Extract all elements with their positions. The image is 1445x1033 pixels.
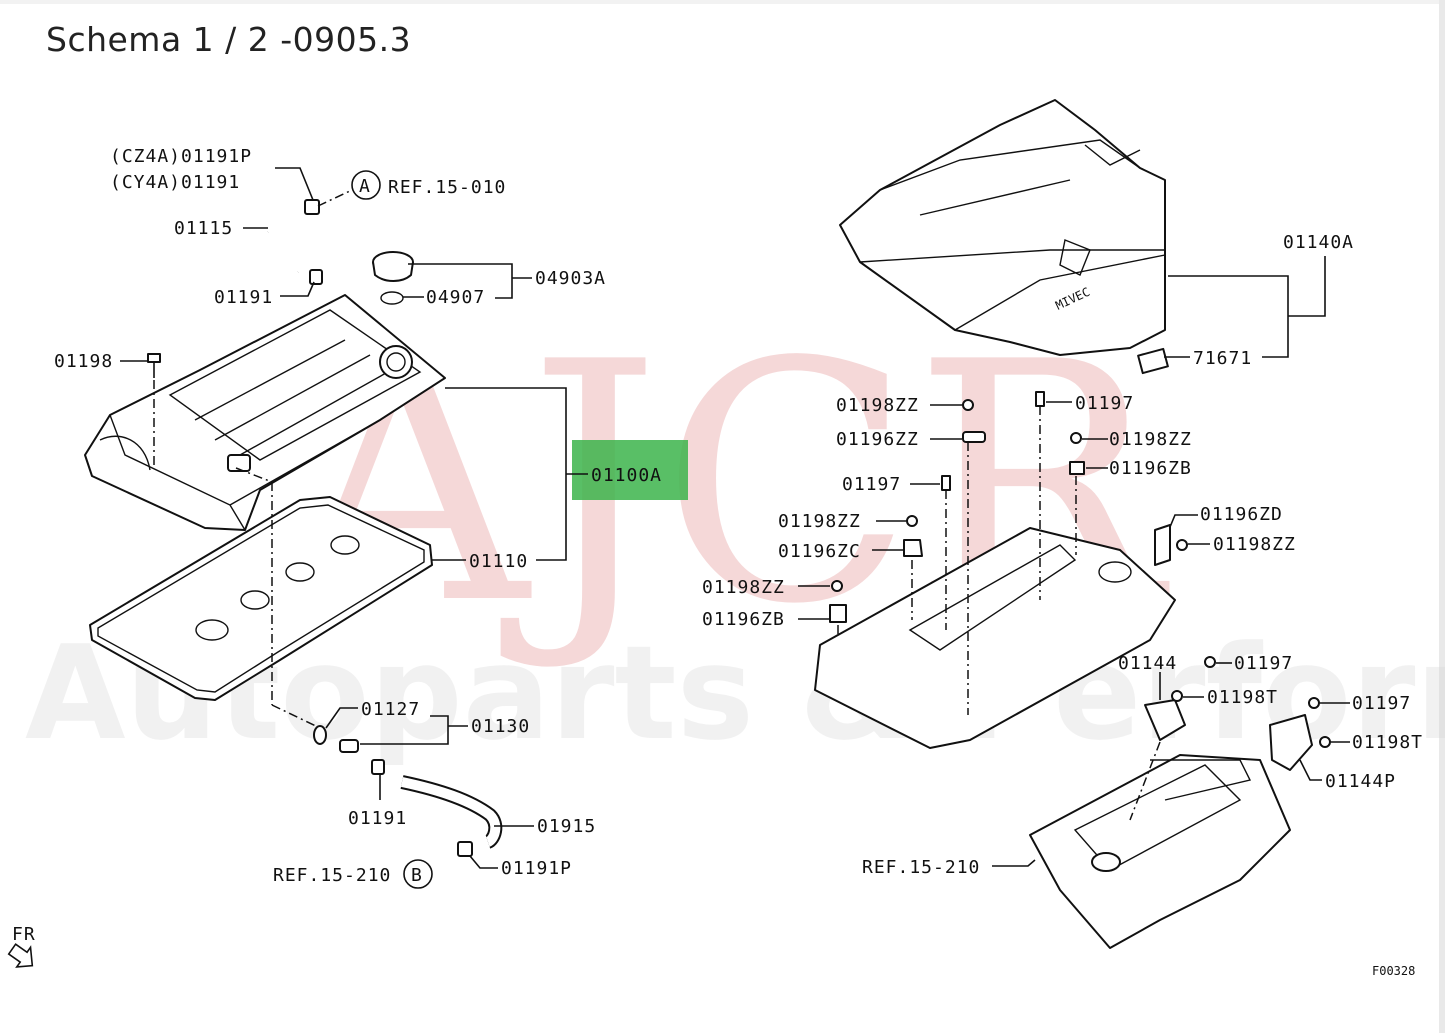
part-label[interactable]: 04903A bbox=[535, 268, 606, 289]
intake-manifold-drawing bbox=[1029, 754, 1291, 949]
part-label-highlighted[interactable]: 01100A bbox=[591, 465, 662, 486]
top-border bbox=[0, 0, 1445, 4]
part-label[interactable]: 01191 bbox=[348, 808, 407, 829]
dash-line bbox=[1129, 741, 1161, 821]
part-label[interactable]: 01144 bbox=[1118, 653, 1177, 674]
part-label[interactable]: 01197 bbox=[1234, 653, 1293, 674]
pcv-valve-drawing bbox=[313, 725, 503, 857]
part-label[interactable]: 01197 bbox=[1075, 393, 1134, 414]
part-label[interactable]: 01115 bbox=[174, 218, 233, 239]
page-title: Schema 1 / 2 -0905.3 bbox=[46, 20, 412, 59]
part-label[interactable]: 01196ZD bbox=[1200, 504, 1283, 525]
part-label[interactable]: 01196ZB bbox=[1109, 458, 1192, 479]
ref-b-circle bbox=[403, 859, 433, 889]
part-label[interactable]: 01915 bbox=[537, 816, 596, 837]
gasket-drawing bbox=[89, 496, 433, 701]
diagram-code: F00328 bbox=[1372, 964, 1415, 978]
breather-hose-top-drawing bbox=[266, 199, 323, 285]
leader-lines-left bbox=[120, 167, 588, 869]
part-label[interactable]: 04907 bbox=[426, 287, 485, 308]
part-label[interactable]: 01130 bbox=[471, 716, 530, 737]
dash-line bbox=[271, 704, 319, 728]
part-label[interactable]: 01198ZZ bbox=[1213, 534, 1296, 555]
ref-a-circle bbox=[351, 170, 381, 200]
part-label[interactable]: 01127 bbox=[361, 699, 420, 720]
part-label[interactable]: 01198 bbox=[54, 351, 113, 372]
fasteners-right-drawing bbox=[829, 391, 1331, 771]
part-label[interactable]: 01191P bbox=[501, 858, 572, 879]
part-label[interactable]: (CY4A)01191 bbox=[110, 172, 240, 193]
part-label[interactable]: 01198ZZ bbox=[702, 577, 785, 598]
scrollbar-edge bbox=[1439, 0, 1445, 1033]
part-label[interactable]: 01144P bbox=[1325, 771, 1396, 792]
part-label[interactable]: 01198ZZ bbox=[778, 511, 861, 532]
engine-cover-drawing: MIVEC bbox=[839, 99, 1166, 356]
dash-line bbox=[317, 189, 353, 207]
part-label[interactable]: 01110 bbox=[469, 551, 528, 572]
part-label[interactable]: 01196ZZ bbox=[836, 429, 919, 450]
ref-b-letter: B bbox=[411, 865, 423, 886]
part-label[interactable]: 01198ZZ bbox=[836, 395, 919, 416]
part-label[interactable]: 01191 bbox=[214, 287, 273, 308]
part-label[interactable]: 01197 bbox=[1352, 693, 1411, 714]
leader-lines-right bbox=[798, 256, 1350, 867]
oil-cap-drawing bbox=[372, 251, 414, 305]
part-label[interactable]: 71671 bbox=[1193, 348, 1252, 369]
ref-label[interactable]: REF.15-010 bbox=[388, 177, 506, 198]
valve-cover-drawing bbox=[84, 294, 446, 531]
ref-label[interactable]: REF.15-210 bbox=[273, 865, 391, 886]
highlight-01100a[interactable] bbox=[572, 440, 688, 500]
front-direction-label: FR bbox=[12, 924, 36, 945]
part-label[interactable]: 01140A bbox=[1283, 232, 1354, 253]
part-label[interactable]: 01197 bbox=[842, 474, 901, 495]
bolt-01198-drawing bbox=[147, 353, 161, 378]
part-label[interactable]: 01196ZC bbox=[778, 541, 861, 562]
part-label[interactable]: 01198T bbox=[1352, 732, 1423, 753]
cylinder-head-drawing bbox=[814, 527, 1176, 749]
dash-line bbox=[235, 467, 273, 483]
part-label[interactable]: (CZ4A)01191P bbox=[110, 146, 252, 167]
ref-label[interactable]: REF.15-210 bbox=[862, 857, 980, 878]
part-label[interactable]: 01196ZB bbox=[702, 609, 785, 630]
front-arrow-icon bbox=[7, 943, 34, 968]
part-label[interactable]: 01198T bbox=[1207, 687, 1278, 708]
part-label[interactable]: 01198ZZ bbox=[1109, 429, 1192, 450]
ref-a-letter: A bbox=[359, 176, 371, 197]
